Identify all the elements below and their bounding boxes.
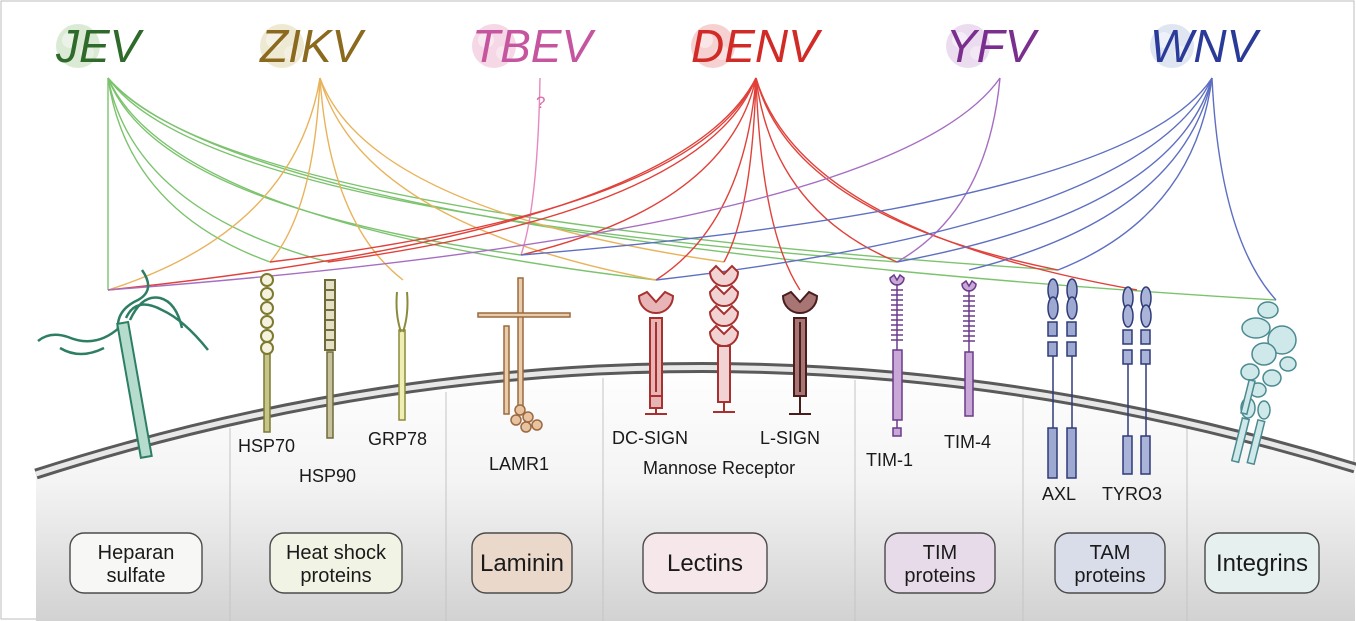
virus-particles <box>56 24 1194 68</box>
mannose-receptor-label: Mannose Receptor <box>643 458 795 478</box>
axl-label: AXL <box>1042 484 1076 504</box>
hsp70-label: HSP70 <box>238 436 295 456</box>
tyro3-receptor <box>1122 286 1152 475</box>
virus-labels: JEV ZIKV TBEV DENV YFV WNV <box>55 20 1262 72</box>
laminin-receptor <box>477 277 571 433</box>
family-box-6: Integrins <box>1204 532 1320 594</box>
grp78-receptor <box>395 291 409 421</box>
zikv-to-grp78-link <box>319 77 404 281</box>
zikv-label: ZIKV <box>259 20 367 72</box>
wnv-to-lam-link <box>520 77 1213 256</box>
family-label: Integrins <box>1216 550 1308 577</box>
family-label-line1: TAM <box>1090 542 1131 564</box>
hsp90-label: HSP90 <box>299 466 356 486</box>
denv-to-hsp90-link <box>327 77 757 263</box>
l-sign-receptor <box>781 290 819 415</box>
zikv-to-hsp70-link <box>269 77 321 263</box>
wnv-to-axl-link <box>1057 77 1213 271</box>
family-label-line1: Heat shock <box>286 542 387 564</box>
family-label-line1: TIM <box>923 542 957 564</box>
family-label: Lectins <box>667 550 743 577</box>
yfv-to-hs-link <box>107 77 1001 291</box>
l-sign-label: L-SIGN <box>760 428 820 448</box>
zikv-to-dc-link <box>319 77 657 281</box>
family-label-line2: sulfate <box>107 565 166 587</box>
receptor-labels: HSP70 HSP90 GRP78 LAMR1 DC-SIGN L-SIGN M… <box>238 428 1162 504</box>
yfv-label: YFV <box>946 20 1040 72</box>
jev-to-tim1-link <box>107 77 898 263</box>
hsp90-receptor <box>324 279 336 439</box>
tbev-particle-icon <box>472 24 516 68</box>
family-label-line2: proteins <box>904 565 975 587</box>
family-box-2: Laminin <box>471 532 573 594</box>
jev-to-integ-link <box>107 77 1277 301</box>
family-label: Laminin <box>480 550 564 577</box>
denv-to-ls-link <box>755 77 801 291</box>
tbev-to-lam-link <box>520 77 541 256</box>
tim-1-receptor <box>889 273 905 437</box>
tbev-uncertain-mark: ? <box>536 93 545 112</box>
zikv-to-hs-link <box>107 77 321 291</box>
axl-receptor <box>1047 278 1078 479</box>
denv-to-hsp70-link <box>269 77 757 263</box>
dc-sign-label: DC-SIGN <box>612 428 688 448</box>
integrin-receptor <box>1230 301 1297 466</box>
grp78-label: GRP78 <box>368 429 427 449</box>
tbev-label: TBEV <box>472 20 596 72</box>
section-dividers <box>229 378 1188 621</box>
denv-label: DENV <box>691 20 823 72</box>
lamr1-label: LAMR1 <box>489 454 549 474</box>
zikv-particle-icon <box>260 24 304 68</box>
denv-particle-icon <box>691 24 735 68</box>
family-box-3: Lectins <box>642 532 768 594</box>
jev-to-lam-link <box>107 77 522 256</box>
jev-particle-icon <box>56 24 100 68</box>
denv-to-axl-link <box>755 77 1059 271</box>
mannose-receptor <box>708 264 740 413</box>
wnv-to-dc-link <box>655 77 1213 281</box>
jev-to-dc-link <box>107 77 657 281</box>
tim-4-receptor <box>961 279 977 417</box>
wnv-to-tim4-link <box>968 77 1213 271</box>
jev-to-axl-link <box>107 77 1059 271</box>
denv-to-mr-link <box>723 77 757 263</box>
denv-to-lam-link <box>520 77 757 256</box>
tim-4-label: TIM-4 <box>944 432 991 452</box>
family-label-line2: proteins <box>1074 565 1145 587</box>
heparan-sulfate-glycan <box>37 269 209 459</box>
wnv-label: WNV <box>1150 20 1262 72</box>
denv-to-tim1-link <box>755 77 898 263</box>
family-label-line2: proteins <box>300 565 371 587</box>
yfv-to-tim1-link <box>896 77 1001 263</box>
yfv-particle-icon <box>946 24 990 68</box>
wnv-particle-icon <box>1150 24 1194 68</box>
jev-label: JEV <box>55 20 145 72</box>
virus-receptor-connections <box>107 77 1277 301</box>
dc-sign-receptor <box>637 290 675 415</box>
jev-to-hsp70-link <box>107 77 271 263</box>
denv-to-tyro-link <box>755 77 1138 291</box>
plasma-membrane <box>34 361 1356 480</box>
wnv-to-tim1-link <box>896 77 1213 263</box>
wnv-to-integ-link <box>1211 77 1277 301</box>
zikv-to-mr-link <box>319 77 725 263</box>
hsp70-receptor <box>260 273 274 433</box>
tyro3-label: TYRO3 <box>1102 484 1162 504</box>
denv-to-dc-link <box>655 77 757 281</box>
family-label-line1: Heparan <box>98 542 175 564</box>
tim-1-label: TIM-1 <box>866 450 913 470</box>
